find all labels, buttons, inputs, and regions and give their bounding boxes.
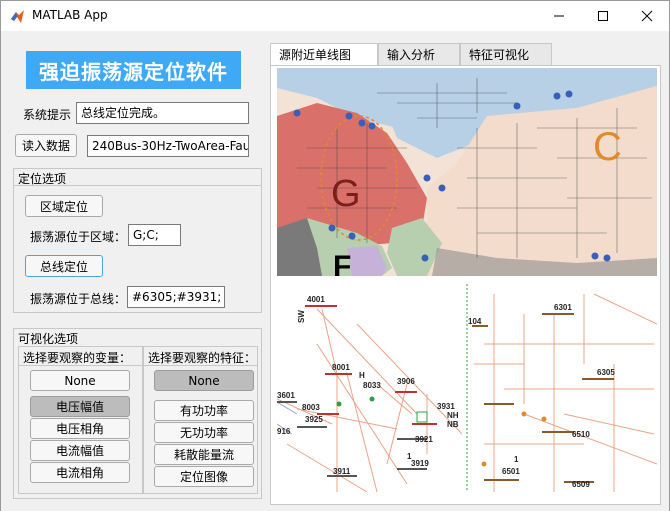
- area-label-g: G: [331, 173, 361, 215]
- subpanel-divider: [144, 365, 257, 366]
- feature-subpanel: 选择要观察的特征： None 有功功率 无功功率 耗散能量流 定位图像: [143, 346, 258, 494]
- bus-label: 8001: [332, 363, 350, 372]
- matlab-logo-icon: [11, 10, 24, 23]
- feature-reactive-power-button[interactable]: 无功功率: [154, 422, 254, 443]
- close-icon: [641, 10, 653, 22]
- bus-label: 3601: [277, 391, 295, 400]
- bus-label: 4001: [307, 295, 325, 304]
- close-button[interactable]: [625, 1, 669, 31]
- bus-result-field[interactable]: #6305;#3931;: [127, 286, 225, 308]
- diagram-left-black-buses: [277, 401, 427, 477]
- feature-dissipating-energy-button[interactable]: 耗散能量流: [154, 444, 254, 465]
- variable-current-angle-button[interactable]: 电流相角: [30, 462, 130, 483]
- map-area-c: [427, 86, 657, 276]
- locate-options-panel: 定位选项 区域定位 振荡源位于区域： G;C; 总线定位 振荡源位于总线： #6…: [13, 168, 262, 313]
- single-line-diagram-left: 4001 SW 8001 H 8033 3906 3601 8003 3925 …: [277, 284, 462, 492]
- tab-single-line-diagram[interactable]: 源附近单线图: [270, 43, 378, 65]
- bus-label: 6510: [572, 430, 590, 439]
- bus-label: 6501: [502, 467, 520, 476]
- map-lines: [297, 78, 652, 258]
- viz-options-panel: 可视化选项 选择要观察的变量： None 电压幅值 电压相角 电流幅值 电流相角…: [13, 328, 262, 499]
- bus-label: NB: [447, 420, 459, 429]
- bus-locate-button[interactable]: 总线定位: [25, 255, 103, 277]
- variable-current-magnitude-button[interactable]: 电流幅值: [30, 440, 130, 461]
- variable-voltage-angle-button[interactable]: 电压相角: [30, 418, 130, 439]
- bus-result-label: 振荡源位于总线：: [30, 292, 127, 306]
- bus-label: 3919: [411, 459, 429, 468]
- bus-label: 3906: [397, 377, 415, 386]
- tab-feature-visualization[interactable]: 特征可视化: [460, 43, 552, 65]
- diagram-right-labels: 104 6301 6305 6510 6501 6509 1: [468, 303, 615, 489]
- locate-panel-title: 定位选项: [18, 172, 67, 186]
- variable-none-button[interactable]: None: [30, 370, 130, 391]
- panel-divider: [14, 185, 261, 186]
- bus-label: 104: [468, 317, 482, 326]
- bus-label: 3911: [333, 467, 351, 476]
- diagram-left-switch: [416, 411, 428, 423]
- tab-content: G C F: [270, 65, 661, 505]
- map-area-green-2: [387, 218, 442, 276]
- bus-label: 3925: [305, 415, 323, 424]
- minimize-icon: [554, 15, 564, 17]
- app-title-banner: 强迫振荡源定位软件: [26, 51, 241, 89]
- bus-label: 8033: [363, 381, 381, 390]
- map-area-gray-bottom: [432, 248, 657, 276]
- viz-panel-title: 可视化选项: [18, 332, 79, 346]
- app-content: 强迫振荡源定位软件 系统提示 总线定位完成。 读入数据 240Bus-30Hz-…: [1, 31, 669, 511]
- area-map: G C F: [277, 68, 657, 276]
- feature-none-button[interactable]: None: [154, 370, 254, 391]
- maximize-icon: [598, 11, 608, 21]
- bus-label: 8003: [302, 403, 320, 412]
- map-area-g: [277, 103, 427, 246]
- feature-locate-image-button[interactable]: 定位图像: [154, 466, 254, 487]
- map-star-markers: [293, 90, 611, 262]
- diagram-left-blue-lines: [277, 401, 298, 435]
- diagram-left-lines: [277, 308, 462, 492]
- bus-label: 6301: [554, 303, 572, 312]
- bus-label: 3931: [437, 402, 455, 411]
- bus-label: 1: [407, 452, 412, 461]
- tab-input-analysis[interactable]: 输入分析: [378, 43, 460, 65]
- bus-label: 6509: [572, 480, 590, 489]
- bus-label: 3921: [415, 435, 433, 444]
- area-label-f: F: [333, 250, 351, 276]
- subpanel-divider: [19, 365, 142, 366]
- area-locate-button[interactable]: 区域定位: [25, 195, 103, 217]
- bus-label: SW: [297, 310, 306, 323]
- maximize-button[interactable]: [581, 1, 625, 31]
- single-line-diagram-right: 104 6301 6305 6510 6501 6509 1: [464, 284, 657, 492]
- area-result-field[interactable]: G;C;: [128, 224, 181, 246]
- title-bar: MATLAB App: [1, 1, 669, 31]
- area-result-label: 振荡源位于区域：: [30, 230, 127, 244]
- diagram-left-labels: 4001 SW 8001 H 8033 3906 3601 8003 3925 …: [277, 295, 459, 476]
- window-title: MATLAB App: [32, 8, 108, 22]
- variable-subpanel: 选择要观察的变量： None 电压幅值 电压相角 电流幅值 电流相角: [18, 346, 143, 494]
- bus-label: NH: [447, 411, 459, 420]
- bus-label: 916: [277, 427, 291, 436]
- oscillation-source-ellipse: [320, 115, 398, 241]
- bus-label: H: [359, 371, 365, 380]
- status-field[interactable]: 总线定位完成。: [76, 102, 249, 124]
- diagram-right-buses: [472, 313, 614, 483]
- diagram-left-transformers: [336, 396, 375, 407]
- area-label-c: C: [593, 125, 622, 169]
- variable-title: 选择要观察的变量：: [23, 351, 132, 365]
- file-path-field[interactable]: 240Bus-30Hz-TwoArea-Fault: [87, 135, 249, 157]
- map-area-purple: [347, 246, 387, 276]
- load-data-button[interactable]: 读入数据: [15, 134, 77, 157]
- feature-active-power-button[interactable]: 有功功率: [154, 400, 254, 421]
- feature-title: 选择要观察的特征：: [148, 351, 257, 365]
- bus-label: 1: [514, 455, 519, 464]
- variable-voltage-magnitude-button[interactable]: 电压幅值: [30, 396, 130, 417]
- status-label: 系统提示: [23, 108, 72, 122]
- diagram-left-buses: [305, 305, 437, 425]
- minimize-button[interactable]: [537, 1, 581, 31]
- bus-label: 6305: [597, 368, 615, 377]
- diagram-right-lines: [474, 293, 657, 492]
- map-area-gray: [277, 218, 332, 276]
- diagram-right-transformers: [481, 411, 547, 467]
